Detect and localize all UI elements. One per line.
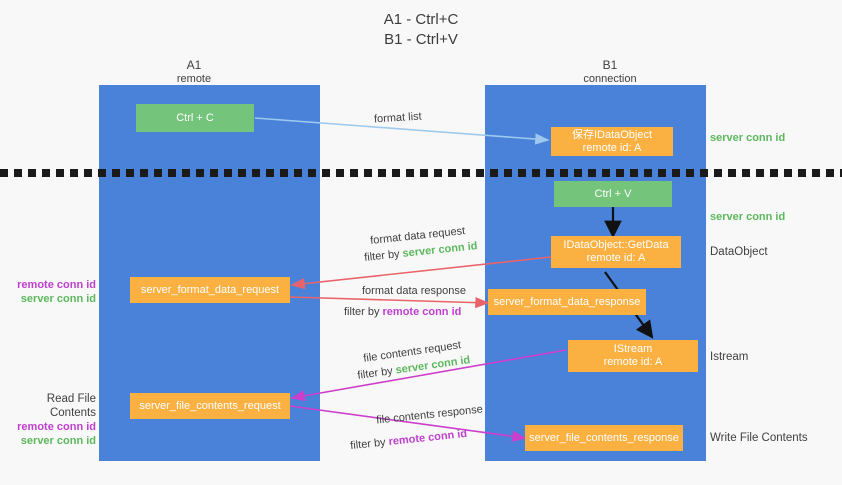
note-read-file-contents-group: Read File Contents remote conn id server… (0, 392, 96, 448)
column-b1-name: B1 (602, 58, 618, 72)
arrow-label-file-contents-response-filter: filter by remote conn id (350, 427, 468, 453)
arrow-label-file-contents-response: file contents response (375, 403, 484, 427)
filter-value-remote-conn-id-4: remote conn id (387, 427, 468, 449)
box-idataobject-getdata[interactable]: IDataObject::GetData remote id: A (551, 236, 681, 268)
title-line-2: B1 - Ctrl+V (384, 31, 458, 48)
box-istream[interactable]: IStream remote id: A (568, 340, 698, 372)
note-istream: Istream (710, 351, 749, 363)
box-server-file-contents-request-label: server_file_contents_request (139, 399, 281, 412)
filter-prefix-4: filter by (349, 436, 390, 453)
box-idataobject-getdata-line2: remote id: A (586, 252, 646, 264)
note-file-remote-conn-id: remote conn id (17, 421, 96, 433)
box-server-format-data-response[interactable]: server_format_data_response (488, 289, 646, 315)
phase-separator-dashed-line (0, 169, 842, 177)
box-ctrl-v-label: Ctrl + V (594, 187, 632, 200)
box-istream-line1: IStream (613, 343, 653, 355)
column-header-a1: A1 remote (129, 58, 259, 86)
box-ctrl-v[interactable]: Ctrl + V (554, 181, 672, 207)
arrow-label-format-data-response: format data response (362, 285, 466, 297)
filter-prefix-1: filter by (363, 247, 404, 264)
box-server-file-contents-response[interactable]: server_file_contents_response (525, 425, 683, 451)
column-header-b1: B1 connection (545, 58, 675, 86)
title-line-1: A1 - Ctrl+C (383, 11, 459, 28)
arrow-label-format-list: format list (373, 110, 423, 126)
box-save-idataobject[interactable]: 保存IDataObject remote id: A (551, 127, 673, 156)
note-server-conn-id-mid: server conn id (710, 211, 786, 223)
note-dataobject: DataObject (710, 246, 768, 258)
page-title: A1 - Ctrl+C B1 - Ctrl+V (0, 10, 842, 50)
filter-prefix-3: filter by (356, 364, 397, 382)
box-server-format-data-request[interactable]: server_format_data_request (130, 277, 290, 303)
box-save-idataobject-line2: remote id: A (582, 141, 642, 154)
box-istream-line2: remote id: A (603, 356, 663, 368)
box-server-format-data-request-label: server_format_data_request (140, 283, 280, 296)
arrow-label-format-data-response-filter: filter by remote conn id (344, 305, 461, 319)
box-idataobject-getdata-line1: IDataObject::GetData (563, 239, 669, 251)
column-a1-sub: remote (176, 73, 212, 85)
note-format-conn-ids: remote conn id server conn id (0, 278, 96, 306)
box-save-idataobject-line1: 保存IDataObject (571, 128, 653, 141)
box-ctrl-c-label: Ctrl + C (176, 111, 214, 124)
box-server-file-contents-response-label: server_file_contents_response (529, 431, 679, 444)
note-write-file-contents: Write File Contents (710, 432, 808, 444)
note-read-file-contents: Read File Contents (46, 393, 96, 419)
note-format-server-conn-id: server conn id (20, 293, 96, 305)
box-server-format-data-response-label: server_format_data_response (493, 295, 641, 308)
note-format-remote-conn-id: remote conn id (17, 279, 96, 291)
box-server-file-contents-request[interactable]: server_file_contents_request (130, 393, 290, 419)
note-server-conn-id-top: server conn id (710, 132, 786, 144)
column-b1-sub: connection (583, 73, 637, 85)
column-a1-name: A1 (186, 58, 202, 72)
note-file-server-conn-id: server conn id (20, 435, 96, 447)
box-ctrl-c[interactable]: Ctrl + C (136, 104, 254, 132)
filter-value-remote-conn-id-2: remote conn id (382, 306, 462, 318)
filter-prefix-2: filter by (344, 306, 383, 318)
